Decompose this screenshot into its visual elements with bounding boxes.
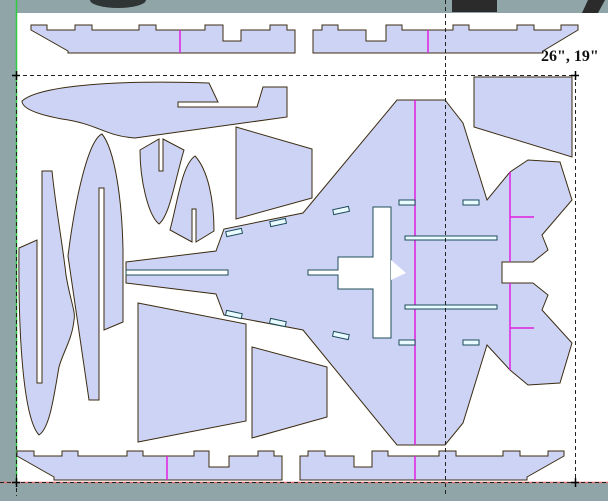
spar-slot — [404, 235, 498, 241]
fuselage-side-part[interactable] — [18, 170, 75, 436]
bottom-strip-right[interactable] — [299, 450, 565, 481]
corner-marker[interactable] — [571, 478, 579, 487]
vertical-fin-left[interactable] — [139, 138, 185, 225]
corner-markers — [12, 71, 579, 487]
cockpit-cutout — [307, 206, 392, 339]
tab-slot — [224, 309, 243, 320]
tab-slot — [331, 330, 350, 341]
tab-slot — [269, 217, 288, 228]
tab-slot — [398, 199, 416, 206]
tab-slot — [225, 227, 244, 238]
tab-slot — [268, 317, 287, 328]
background-blob — [582, 0, 605, 13]
vertical-fin-right[interactable] — [169, 155, 215, 243]
corner-marker[interactable] — [12, 71, 20, 80]
bottom-strip-left[interactable] — [16, 450, 283, 481]
nose-slot — [125, 269, 229, 276]
background-blob — [452, 0, 497, 12]
corner-marker[interactable] — [571, 71, 579, 80]
tab-slot — [332, 205, 351, 216]
canard-part[interactable] — [21, 81, 288, 139]
spar-slot — [404, 304, 498, 310]
cockpit-notch — [391, 260, 406, 280]
tab-slot — [462, 339, 480, 346]
stabilizer-bottom-left[interactable] — [137, 302, 247, 443]
corner-marker[interactable] — [12, 478, 20, 487]
tab-slot — [398, 339, 416, 346]
tab-slot — [462, 199, 480, 206]
fuselage-keel-part[interactable] — [67, 133, 124, 401]
coordinate-readout: 26", 19" — [541, 48, 599, 65]
top-strip-left[interactable] — [30, 24, 296, 54]
background-blob — [90, 0, 146, 8]
top-right-panel[interactable] — [473, 76, 573, 158]
stabilizer-bottom-right[interactable] — [251, 346, 328, 439]
stabilizer-top[interactable] — [235, 126, 313, 220]
